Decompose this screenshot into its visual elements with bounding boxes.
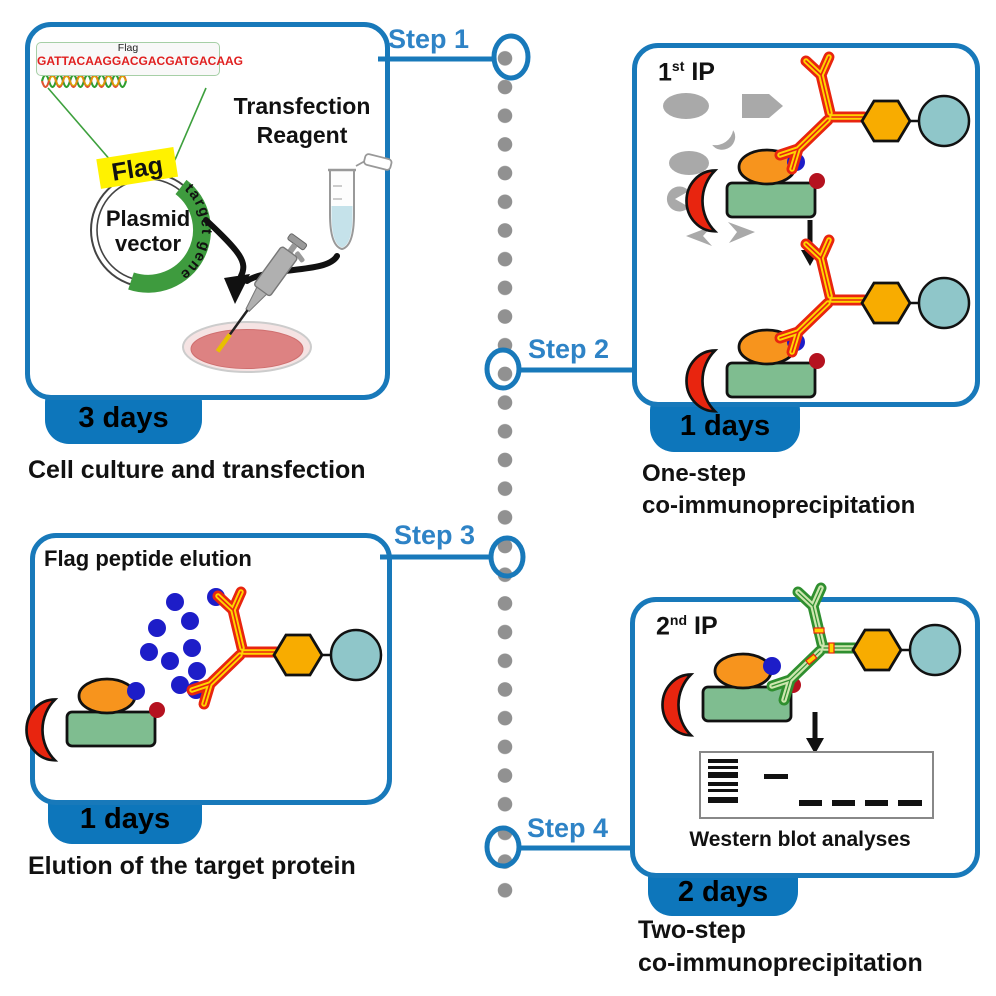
step2-label: Step 2 bbox=[528, 334, 610, 364]
flag-box-label: Flag bbox=[117, 42, 139, 54]
duration-text: 2 days bbox=[677, 875, 769, 908]
step4-label: Step 4 bbox=[527, 813, 609, 843]
step3-label: Step 3 bbox=[394, 520, 476, 550]
first-ip-panel bbox=[632, 43, 980, 407]
western-blot-caption: Western blot analyses bbox=[689, 828, 911, 851]
step2-caption: One-step co-immunoprecipitation bbox=[642, 460, 916, 519]
step1-caption: Cell culture and transfection bbox=[28, 456, 366, 484]
transfection-panel bbox=[25, 22, 390, 400]
duration-text: 1 days bbox=[79, 802, 171, 835]
flag-sequence-box: Flag GATTACAAGGACGACGATGACAAG bbox=[36, 42, 243, 76]
duration-text: 1 days bbox=[679, 409, 771, 442]
elution-panel bbox=[30, 533, 392, 805]
flag-sequence: GATTACAAGGACGACGATGACAAG bbox=[37, 53, 243, 68]
step4-caption: Two-step co-immunoprecipitation bbox=[638, 916, 923, 977]
duration-text: 3 days bbox=[78, 401, 169, 434]
reagent-label: Transfection Reagent bbox=[233, 93, 371, 148]
step3-caption: Elution of the target protein bbox=[28, 852, 356, 880]
step1-label: Step 1 bbox=[388, 24, 470, 54]
timeline-dotted-line bbox=[497, 44, 513, 906]
elution-panel-title: Flag peptide elution bbox=[44, 546, 252, 571]
